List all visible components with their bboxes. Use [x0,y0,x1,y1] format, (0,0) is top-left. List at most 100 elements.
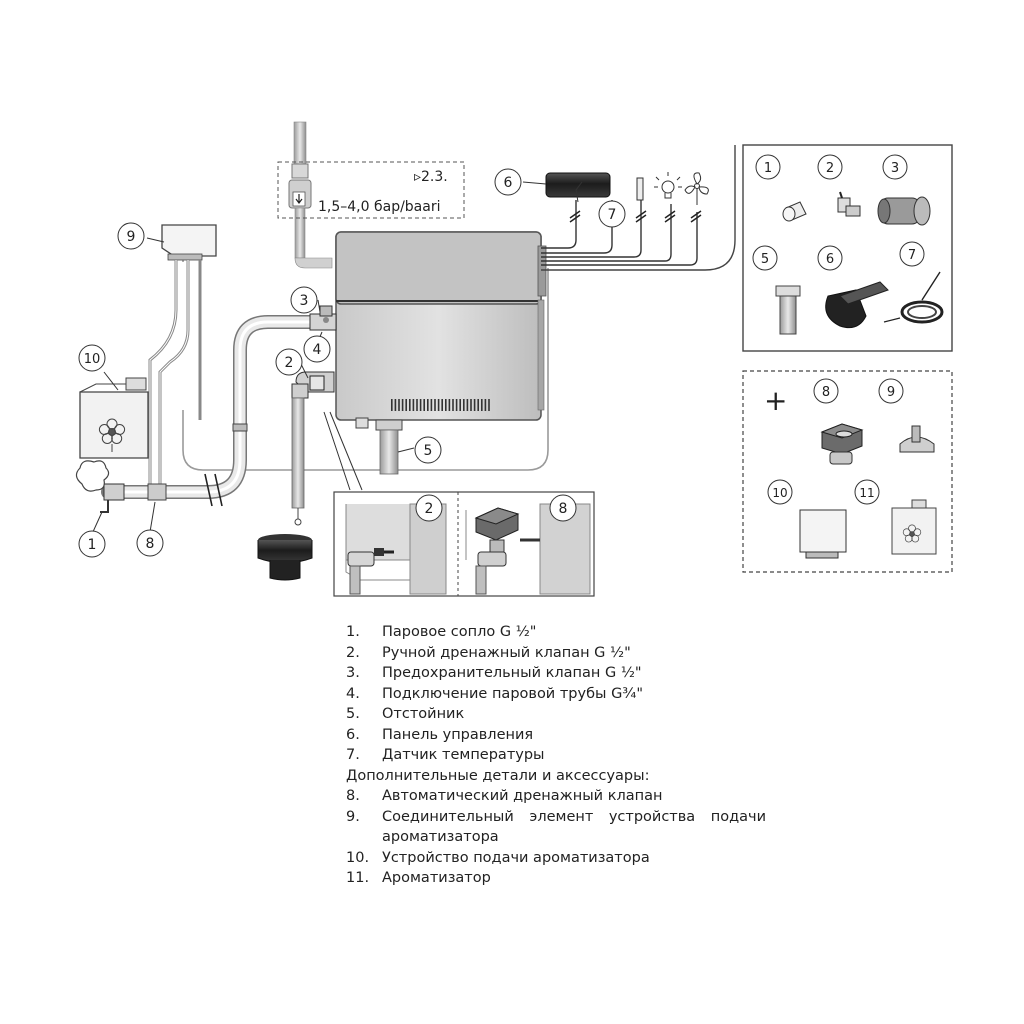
steam-hose [101,315,325,499]
legend-item-text: Автоматический дренажный клапан [382,788,663,804]
vent-slot [434,399,436,411]
callout-3: 3 [290,286,318,314]
svg-text:11: 11 [859,486,874,500]
legend-item-number: 7. [346,747,360,763]
legend-item: 4.Подключение паровой трубы G¾" [346,684,766,705]
svg-text:10: 10 [772,486,787,500]
part-control-panel-img [825,281,889,329]
callout-9: 9 [117,222,145,250]
vent-slot [430,399,433,411]
svg-text:2: 2 [826,161,834,176]
legend-list-standard: 1.Паровое сопло G ½"2.Ручной дренажный к… [346,622,766,766]
hose-break [204,473,223,507]
vent-slot [405,399,407,411]
callout-inset-2: 2 [415,494,443,522]
callout-8: 8 [136,529,164,557]
fragrance-tubes [148,260,202,490]
legend-item: 1.Паровое сопло G ½" [346,622,766,643]
legend-item-text: Соединительный элемент устройства подачи… [382,808,766,846]
box-callout-3: 3 [882,154,908,180]
vent-slot [441,399,443,411]
hose-coupling [147,483,167,501]
steam-cloud [75,460,110,492]
callout-1: 1 [78,530,106,558]
svg-text:2: 2 [425,501,434,517]
vent-slot [473,399,476,411]
legend-item: 3. Предохранительный клапан G ½" [346,663,766,684]
legend-item-text: Подключение паровой трубы G¾" [382,685,644,702]
legend-item-text: Ручной дренажный клапан G ½" [382,644,631,661]
part-fragrance-bottle-img [891,499,937,555]
legend-item-text: Предохранительный клапан G ½" [382,665,642,681]
box-callout-7: 7 [899,241,925,267]
svg-text:8: 8 [822,385,830,400]
drain-pipe [257,397,313,581]
legend-item-number: 11. [346,870,370,886]
legend-item-number: 1. [346,624,360,640]
legend-item-text: Отстойник [382,706,465,722]
steam-generator [335,231,547,421]
part-drain-valve-img [837,191,861,217]
svg-text:8: 8 [146,536,155,552]
vent-slot [423,399,425,411]
temperature-sensor-part [636,177,644,201]
fragrance-pump-unit [161,224,217,261]
vent-slot [412,399,415,411]
legend-item-number: 8. [346,788,360,804]
vent-slot [391,399,393,411]
legend-item-number: 10. [346,849,370,866]
pressure-label: 1,5–4,0 бар/baari [318,199,441,215]
legend-item-number: 5. [346,706,360,722]
legend-heading: Дополнительные детали и аксессуары: [346,767,650,784]
svg-text:9: 9 [127,229,136,245]
vent-slot [394,399,397,411]
vent-slot [477,399,479,411]
cable-breaks [569,210,702,223]
legend-item-number: 3. [346,665,360,681]
svg-text:3: 3 [891,161,899,176]
svg-text:8: 8 [559,501,568,517]
parts-legend: 1.Паровое сопло G ½"2.Ручной дренажный к… [346,622,766,889]
callout-10: 10 [78,344,106,372]
vent-slot [481,399,483,411]
box-callout-8: 8 [813,378,839,404]
vent-slot [459,399,461,411]
leader-lines [91,181,583,535]
svg-text:10: 10 [84,352,101,367]
sediment-trap [355,417,403,475]
svg-text:1: 1 [764,161,772,176]
light-icon [654,172,682,199]
vent-slot [409,399,411,411]
box-callout-9: 9 [878,378,904,404]
legend-item: 2.Ручной дренажный клапан G ½" [346,643,766,664]
callout-6: 6 [494,168,522,196]
vent-slot [452,399,454,411]
part-fragrance-pump-img [799,509,847,559]
vent-slot [488,399,490,411]
control-panel-part [545,172,611,198]
part-sediment-trap-img [775,285,801,335]
steam-nozzle [100,483,125,513]
part-safety-valve-img [877,196,931,226]
svg-text:1: 1 [88,537,97,553]
svg-text:3: 3 [300,293,309,309]
vent-slot [455,399,458,411]
box-callout-2: 2 [817,154,843,180]
svg-text:4: 4 [313,342,322,358]
legend-item-text: Панель управления [382,726,534,743]
callout-7: 7 [598,200,626,228]
svg-text:6: 6 [826,252,834,267]
part-auto-drain-valve-img [820,423,864,465]
callout-4: 4 [303,335,331,363]
callout-inset-8: 8 [549,494,577,522]
legend-item: 8. Автоматический дренажный клапан [346,786,766,807]
box-callout-5: 5 [752,245,778,271]
vent-slot [398,399,400,411]
legend-item: 9.Соединительный элемент устройства пода… [346,807,766,848]
ventilation-slots [391,399,490,411]
legend-item-text: Ароматизатор [382,870,491,886]
svg-text:7: 7 [908,248,916,263]
callout-2: 2 [275,348,303,376]
vent-slot [445,399,447,411]
vent-slot [416,399,418,411]
